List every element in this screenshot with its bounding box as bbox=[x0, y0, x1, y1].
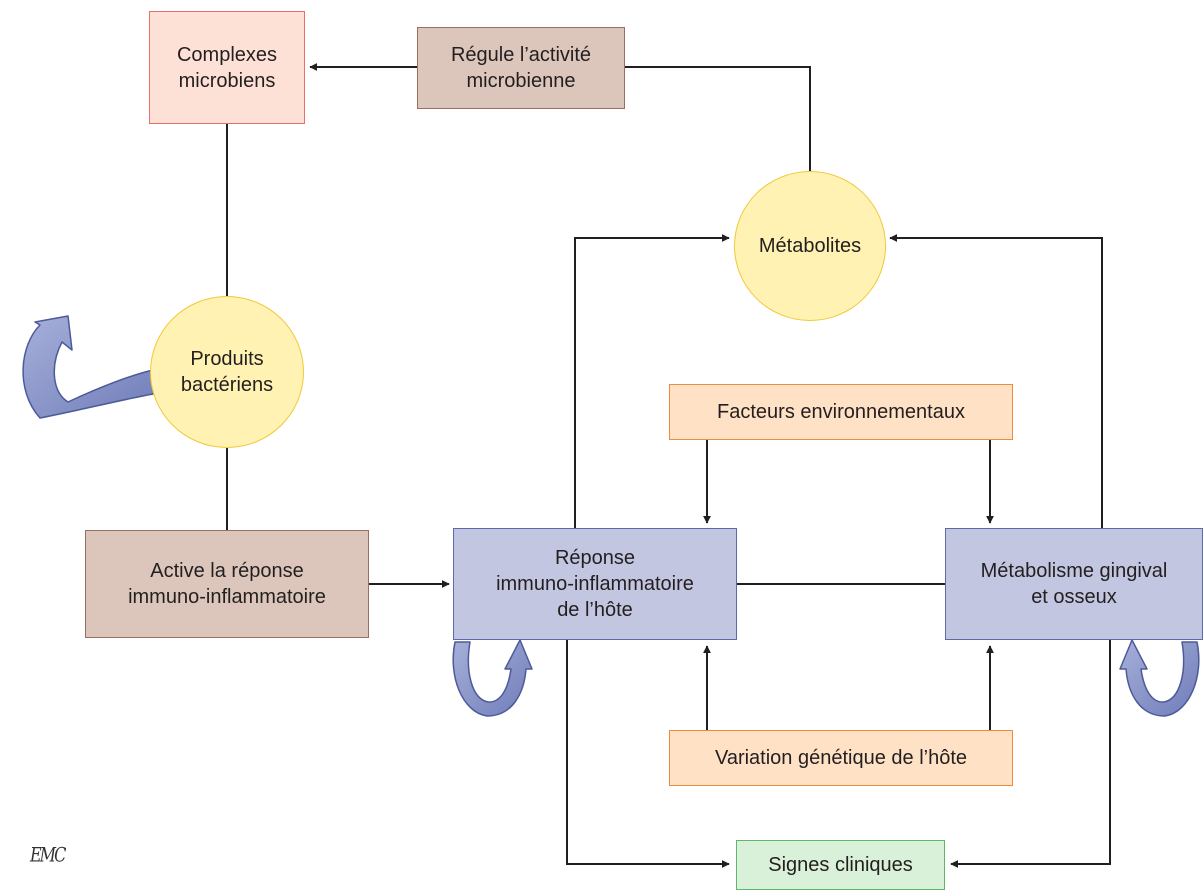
edge-metabolisme-to-metabolites bbox=[889, 234, 1103, 530]
edge-metabolisme-to-signes bbox=[950, 640, 1111, 868]
feedback-arrow-metabolisme bbox=[1119, 639, 1200, 717]
edge-metabolites-to-regule bbox=[625, 66, 811, 174]
edge-reponse-to-metabolites bbox=[574, 234, 730, 530]
emc-logo: EMC bbox=[30, 842, 66, 867]
node-metabolites: Métabolites bbox=[734, 171, 886, 321]
node-metabolisme-gingival: Métabolisme gingival et osseux bbox=[945, 528, 1203, 640]
feedback-arrow-produits bbox=[22, 315, 159, 419]
node-active-reponse: Active la réponse immuno-inflammatoire bbox=[85, 530, 369, 638]
node-signes-cliniques: Signes cliniques bbox=[736, 840, 945, 890]
node-variation-genetique: Variation génétique de l’hôte bbox=[669, 730, 1013, 786]
node-regule-activite: Régule l’activité microbienne bbox=[417, 27, 625, 109]
node-facteurs-environnementaux: Facteurs environnementaux bbox=[669, 384, 1013, 440]
feedback-arrow-reponse bbox=[452, 639, 533, 717]
node-reponse-immuno: Réponse immuno-inflammatoire de l’hôte bbox=[453, 528, 737, 640]
edge-reponse-to-signes bbox=[566, 640, 730, 868]
node-produits-bacteriens: Produits bactériens bbox=[150, 296, 304, 448]
node-complexes-microbiens: Complexes microbiens bbox=[149, 11, 305, 124]
